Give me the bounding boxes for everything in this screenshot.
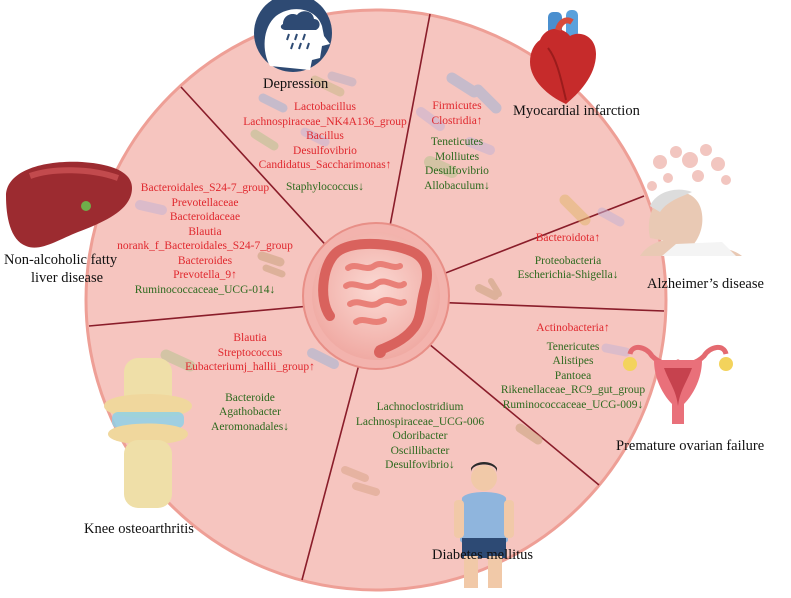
taxon-increased: Clostridia↑: [431, 114, 483, 127]
disease-label-nafld-line1: Non-alcoholic fatty: [4, 252, 118, 268]
taxon-increased: Bacteroidaceae: [169, 211, 241, 223]
taxon-decreased: Odoribacter: [392, 430, 448, 442]
liver-icon: [6, 161, 132, 248]
taxon-decreased: Bacteroide: [225, 391, 275, 404]
taxon-decreased: Pantoea: [554, 369, 592, 382]
taxon-decreased: Agathobacter: [219, 406, 281, 418]
taxon-decreased: Rikenellaceae_RC9_gut_group: [500, 384, 646, 396]
sector-myocardial-infarction-taxa: Firmicutes Clostridia↑ Teneticutes Molli…: [412, 99, 502, 193]
sector-diabetes-taxa: Lachnoclostridium Lachnospiraceae_UCG-00…: [345, 400, 495, 473]
taxon-decreased: Oscillibacter: [390, 444, 450, 457]
disease-label-nafld-line2: liver disease: [31, 270, 104, 286]
taxon-increased: Bacteroidales_S24-7_group: [140, 182, 270, 194]
bacteria-icon: [135, 71, 631, 496]
taxon-increased: Bacteroides: [177, 254, 233, 267]
taxon-decreased: Staphylococcus↓: [286, 180, 364, 193]
taxon-decreased: Desulfovibrio: [425, 165, 489, 177]
taxon-increased: Eubacteriumj_hallii_group↑: [185, 361, 315, 373]
taxon-increased: norank_f_Bacteroidales_S24-7_group: [117, 240, 293, 252]
sector-knee-oa-taxa: Blautia Streptococcus Eubacteriumj_halli…: [170, 331, 330, 434]
sector-premature-ovarian-failure-taxa: Actinobacteria↑ Tenericutes Alistipes Pa…: [488, 321, 658, 412]
head-with-raincloud-icon: [254, 0, 332, 72]
taxon-decreased: Lachnoclostridium: [376, 401, 464, 413]
taxon-increased: Prevotellaceae: [171, 196, 239, 209]
taxon-increased: Lactobacillus: [294, 101, 356, 113]
taxon-increased: Lachnospiraceae_NK4A136_group: [243, 115, 407, 128]
taxon-decreased: Alistipes: [552, 355, 594, 367]
sector-nafld-taxa: Bacteroidales_S24-7_group Prevotellaceae…: [110, 181, 300, 297]
disease-label-depression: Depression: [263, 76, 329, 92]
taxon-increased: Streptococcus: [217, 346, 283, 359]
disease-label-myocardial-infarction: Myocardial infarction: [513, 103, 640, 119]
taxon-decreased: Teneticutes: [430, 136, 484, 148]
sector-alzheimers-taxa: Bacteroidota↑ Proteobacteria Escherichia…: [498, 231, 638, 283]
taxon-increased: Candidatus_Saccharimonas↑: [258, 159, 392, 171]
taxon-decreased: Tenericutes: [546, 340, 600, 353]
taxon-decreased: Desulfovibrio↓: [385, 459, 455, 471]
taxon-decreased: Proteobacteria: [534, 254, 602, 267]
disease-label-premature-ovarian-failure: Premature ovarian failure: [616, 438, 765, 454]
taxon-increased: Blautia: [188, 225, 222, 238]
disease-label-alzheimers: Alzheimer’s disease: [647, 276, 764, 292]
taxon-increased: Bacteroidota↑: [535, 232, 601, 244]
intestine-icon: [302, 222, 450, 370]
taxon-decreased: Ruminococcaceae_UCG-014↓: [134, 283, 276, 296]
taxon-increased: Firmicutes: [432, 100, 482, 112]
taxon-increased: Prevotella_9↑: [173, 269, 237, 281]
disease-label-diabetes: Diabetes mellitus: [432, 547, 534, 563]
taxon-increased: Blautia: [233, 332, 267, 344]
taxon-increased: Bacillus: [306, 130, 344, 142]
taxon-decreased: Escherichia-Shigella↓: [517, 269, 619, 281]
person-icon: [454, 462, 514, 588]
sector-depression-taxa: Lactobacillus Lachnospiraceae_NK4A136_gr…: [230, 100, 420, 194]
taxon-decreased: Ruminococcaceae_UCG-009↓: [502, 398, 644, 411]
taxon-decreased: Allobaculum↓: [424, 179, 490, 192]
taxon-decreased: Molliutes: [434, 150, 480, 163]
knee-joint-icon: [104, 358, 192, 508]
taxon-decreased: Aeromonadales↓: [211, 420, 289, 433]
elderly-man-icon: [640, 144, 742, 256]
taxon-decreased: Lachnospiraceae_UCG-006: [355, 415, 485, 428]
taxon-increased: Actinobacteria↑: [536, 322, 610, 334]
taxon-increased: Desulfovibrio: [293, 144, 357, 157]
uterus-ovaries-icon: [623, 345, 733, 424]
heart-icon: [530, 10, 596, 104]
disease-label-knee-osteoarthritis: Knee osteoarthritis: [84, 521, 194, 537]
